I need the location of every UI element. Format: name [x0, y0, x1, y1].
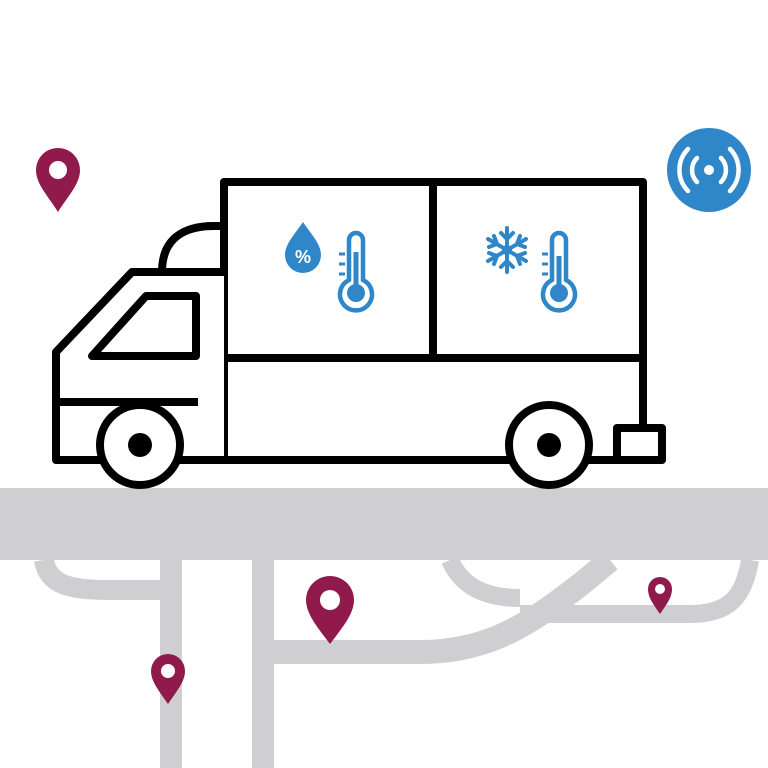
road-branch-left: [34, 557, 170, 600]
main-road: [0, 488, 768, 560]
humidity-drop-icon: %: [285, 222, 321, 273]
wireless-signal-icon: [667, 128, 751, 212]
rear-bumper: [613, 424, 666, 464]
cab-window: [88, 292, 200, 360]
snowflake-icon: [486, 226, 528, 274]
front-wheel: [96, 401, 184, 489]
location-pin-icon: [306, 576, 354, 644]
humidity-percent-symbol: %: [295, 247, 311, 267]
rear-wheel: [505, 401, 593, 489]
thermometer-icon: [337, 230, 375, 313]
location-pins: [36, 148, 672, 704]
location-pin-icon: [648, 577, 672, 614]
cab-roof-deflector: [158, 222, 224, 273]
road-branch-right: [520, 558, 759, 623]
road-loop: [441, 555, 521, 607]
location-pin-icon: [151, 654, 185, 704]
wheels: [96, 401, 593, 489]
location-pin-icon: [36, 148, 80, 212]
road-network: [0, 488, 768, 768]
thermometer-icon: [540, 230, 578, 313]
